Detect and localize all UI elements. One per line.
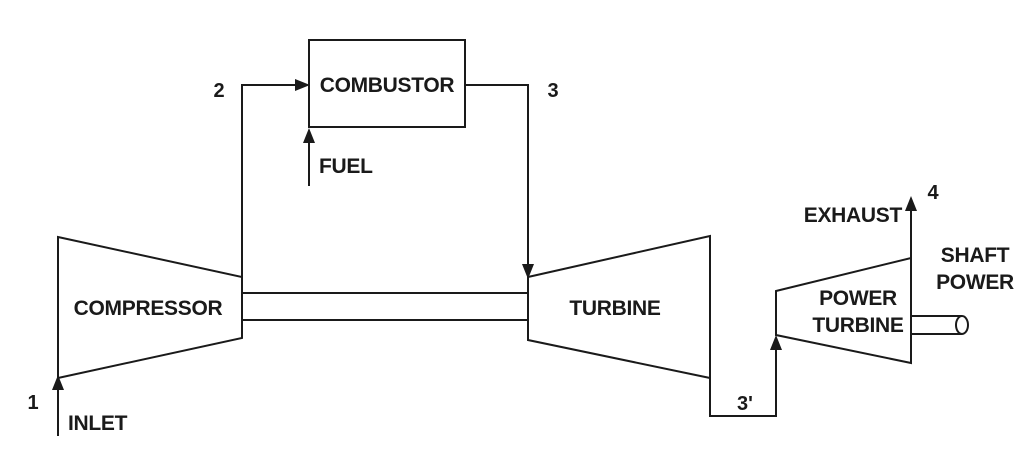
- station-4-label: 4: [927, 182, 939, 204]
- exhaust-label: EXHAUST: [804, 204, 903, 227]
- inlet-arrow: [52, 375, 64, 436]
- combustor-label: COMBUSTOR: [320, 74, 455, 97]
- station-1-label: 1: [27, 392, 38, 414]
- station-3-label: 3: [547, 80, 558, 102]
- combustor-to-turbine-line: [465, 84, 534, 279]
- compressor-label: COMPRESSOR: [74, 297, 223, 320]
- compressor-shape: [57, 235, 243, 380]
- turbine-label: TURBINE: [569, 297, 661, 320]
- turbine-to-power-turbine-line: [709, 335, 782, 417]
- compressor-to-combustor-line: [241, 79, 310, 277]
- exhaust-arrow: [905, 196, 917, 258]
- compressor-turbine-shaft: [242, 292, 528, 321]
- fuel-arrow: [303, 128, 315, 186]
- fuel-label: FUEL: [319, 155, 373, 178]
- station-3prime-label: 3': [737, 393, 753, 415]
- inlet-label: INLET: [68, 412, 128, 435]
- output-shaft: [911, 315, 969, 335]
- station-2-label: 2: [213, 80, 224, 102]
- combustor-box: [308, 39, 466, 128]
- power-turbine-label-line1: POWER: [819, 287, 897, 310]
- power-turbine-shape: [775, 256, 912, 365]
- shaft-power-label-line1: SHAFT: [941, 244, 1010, 267]
- power-turbine-label-line2: TURBINE: [812, 314, 904, 337]
- shaft-power-label-line2: POWER: [936, 271, 1014, 294]
